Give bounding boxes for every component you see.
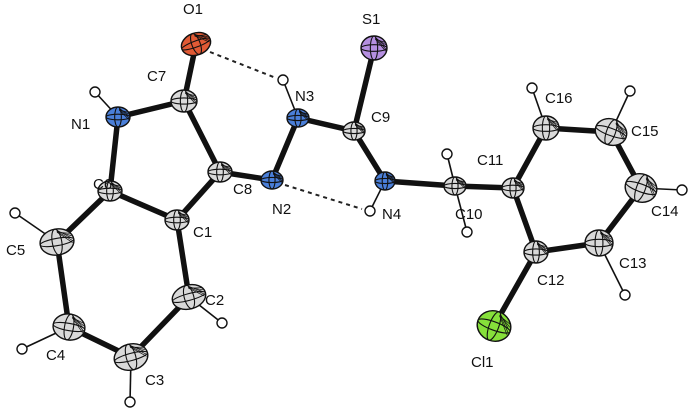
atom-n4: [374, 171, 396, 191]
label-C10: C10: [455, 206, 483, 223]
label-S1: S1: [362, 11, 380, 28]
label-N3: N3: [295, 88, 314, 105]
atom-c13: [584, 229, 614, 257]
bond-c2-c1: [174, 217, 192, 300]
label-C9: C9: [371, 109, 390, 126]
atom-c10: [443, 176, 467, 196]
atom-c5: [39, 228, 75, 256]
atom-c8: [207, 161, 233, 183]
hydrogen-atom-c5-9: [9, 207, 21, 219]
label-layer: O1 S1 C7 N3 N1 C9 C16 C15 C6 C8 C11 N2 N…: [6, 1, 679, 389]
label-C4: C4: [46, 347, 65, 364]
label-N4: N4: [382, 206, 401, 223]
atom-c7: [170, 89, 198, 113]
label-C15: C15: [631, 123, 659, 140]
atom-c14: [624, 173, 658, 203]
hydrogen-atom-c10-4: [461, 226, 473, 238]
label-C1: C1: [193, 224, 212, 241]
label-C6: C6: [93, 176, 112, 193]
hydrogen-atom-c10-3: [441, 148, 453, 160]
hydrogen-bond-o1-h-n3: [209, 51, 277, 79]
label-O1: O1: [183, 1, 203, 18]
atom-n3: [286, 108, 310, 128]
label-C16: C16: [545, 90, 573, 107]
bond-n1-c6: [107, 114, 121, 194]
atom-c15: [594, 117, 628, 147]
label-C12: C12: [537, 272, 565, 289]
atom-c12: [523, 240, 549, 264]
atom-n1: [105, 106, 131, 128]
label-C5: C5: [6, 242, 25, 259]
atom-c4: [52, 313, 86, 341]
bond-n4-c10: [382, 178, 458, 189]
bond-n2-n3: [269, 115, 301, 183]
atom-o1: [180, 31, 212, 57]
atom-c1: [164, 209, 190, 231]
hydrogen-atom-n3-0: [277, 74, 289, 86]
label-C11: C11: [477, 152, 503, 169]
atom-layer: [9, 31, 688, 408]
label-Cl1: Cl1: [471, 354, 494, 371]
bond-layer: [14, 41, 683, 403]
atom-c11: [501, 177, 525, 199]
hydrogen-atom-n1-1: [89, 86, 101, 98]
hydrogen-atom-c16-5: [526, 82, 538, 94]
hydrogen-atom-c14-7: [676, 184, 688, 196]
label-C7: C7: [147, 68, 166, 85]
atom-n2: [260, 170, 284, 190]
hydrogen-atom-c2-12: [216, 317, 228, 329]
label-C8: C8: [233, 181, 252, 198]
hydrogen-bond-n2-h-n4: [284, 184, 363, 210]
bond-c7-c8: [181, 98, 223, 175]
hydrogen-atom-c3-11: [124, 396, 136, 408]
label-N1: N1: [71, 116, 90, 133]
atom-c6: [97, 180, 123, 202]
bond-c5-c4: [54, 239, 72, 330]
hydrogen-atom-c4-10: [16, 343, 28, 355]
atom-cl1: [476, 310, 512, 342]
bond-c9-s1: [351, 45, 377, 134]
hydrogen-atom-c13-8: [619, 289, 631, 301]
atom-c2: [171, 283, 207, 311]
label-C14: C14: [651, 203, 679, 220]
atom-c9: [342, 121, 366, 141]
hydrogen-atom-n4-2: [364, 205, 376, 217]
label-C2: C2: [205, 292, 224, 309]
label-C3: C3: [145, 372, 164, 389]
label-C13: C13: [619, 255, 647, 272]
atom-c16: [532, 115, 560, 141]
atom-s1: [360, 35, 388, 61]
hydrogen-atom-c15-6: [624, 85, 636, 97]
atom-c3: [113, 342, 149, 372]
label-N2: N2: [272, 201, 291, 218]
